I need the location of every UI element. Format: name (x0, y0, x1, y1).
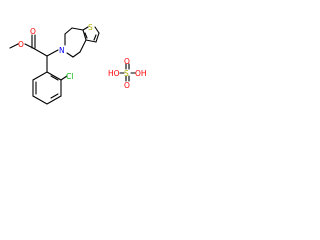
methoxy-oxygen-label: O (18, 40, 24, 49)
chemical-structure-figure: O O N S Cl HO S OH O O (0, 0, 152, 152)
amine-nitrogen-label: N (59, 46, 65, 55)
bond-alpha-n (46, 49, 59, 57)
benzene-double-2 (50, 93, 59, 99)
bond-c4-c5 (64, 27, 73, 35)
bond-c2-c3-double (93, 34, 97, 41)
benzene-ring (32, 71, 62, 105)
bond-c6-s (82, 26, 89, 31)
bond-c5-c6 (71, 27, 84, 31)
bond-c6-c7 (82, 29, 87, 41)
bond-c2-c3 (95, 32, 100, 43)
bond-c8-c9 (72, 51, 81, 58)
clopidogrel-molecule (9, 26, 100, 105)
bond-c7-c8 (79, 39, 87, 53)
chlorine-label: Cl (66, 72, 73, 81)
sulfuric-acid (119, 63, 136, 82)
sulfuric-hydroxyl-right-label: OH (135, 69, 147, 78)
bond-carbonyl-alpha (32, 47, 48, 57)
bond-s-c2 (94, 26, 100, 34)
bond-methyl-o (9, 43, 19, 49)
bond-c9-n (66, 52, 74, 58)
benzene-double-1 (50, 75, 59, 81)
sulfuric-sulfur-label: S (124, 69, 129, 78)
sulfuric-oxo-top-label: O (124, 57, 130, 66)
thiophene-sulfur-label: S (88, 23, 93, 32)
structure-canvas: O O N S Cl HO S OH O O (9, 23, 147, 105)
sulfuric-hydroxyl-left-label: HO (108, 69, 120, 78)
bond-c3-c7 (85, 39, 97, 43)
carbonyl-oxygen-label: O (30, 27, 36, 36)
bond-aryl-cl (60, 75, 68, 81)
bond-c6-c7-double (84, 32, 88, 39)
sulfuric-oxo-bottom-label: O (124, 81, 130, 90)
